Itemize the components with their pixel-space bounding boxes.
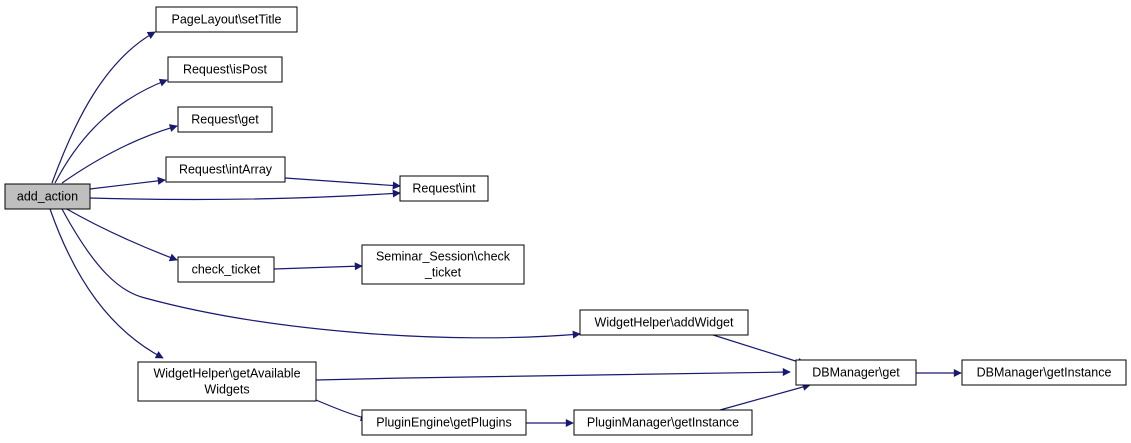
node-label-line-2: _ticket	[424, 266, 462, 280]
edge-check-ticket-to-seminar-session-check-ticket	[273, 262, 363, 271]
edge-widgethelper-addwidget-to-dbmanager-get	[709, 333, 806, 366]
edge-widgethelper-getavailablewidgets-to-pluginengine-getplugins	[315, 399, 369, 422]
node-label: add_action	[17, 190, 78, 204]
node-label: check_ticket	[192, 263, 261, 277]
node-label: Request\intArray	[179, 163, 273, 177]
node-add-action[interactable]: add_action	[4, 183, 91, 210]
node-pluginengine-getplugins[interactable]: PluginEngine\getPlugins	[361, 409, 527, 436]
node-dbmanager-get[interactable]: DBManager\get	[795, 359, 917, 386]
node-pluginmanager-getinstance[interactable]: PluginManager\getInstance	[573, 409, 753, 436]
edge-add-action-to-request-intarray	[89, 176, 166, 190]
node-label-line-1: Seminar_Session\check	[376, 250, 511, 264]
edge-add-action-to-request-ispost	[54, 78, 168, 184]
node-label: PageLayout\setTitle	[171, 13, 281, 27]
node-seminar-session-check-ticket[interactable]: Seminar_Session\check _ticket	[361, 244, 525, 285]
node-label: Request\int	[412, 182, 476, 196]
edge-pluginmanager-getinstance-to-dbmanager-get	[719, 383, 811, 411]
node-label: DBManager\getInstance	[977, 366, 1112, 380]
edge-add-action-to-request-get	[61, 124, 178, 184]
node-label: WidgetHelper\addWidget	[595, 316, 734, 330]
edge-add-action-to-pagelayout-settitle	[51, 31, 156, 184]
node-check-ticket[interactable]: check_ticket	[177, 256, 275, 283]
edge-widgethelper-getavailablewidgets-to-dbmanager-get	[315, 368, 791, 381]
node-pagelayout-settitle[interactable]: PageLayout\setTitle	[155, 6, 298, 33]
edge-request-intarray-to-request-int	[284, 177, 401, 190]
node-label-line-2: Widgets	[204, 383, 249, 397]
edge-add-action-to-widgethelper-addwidget	[61, 208, 581, 339]
node-request-intarray[interactable]: Request\intArray	[165, 156, 286, 183]
nodes: add_action PageLayout\setTitle Request\i…	[4, 6, 1127, 436]
node-widgethelper-getavailablewidgets[interactable]: WidgetHelper\getAvailable Widgets	[137, 361, 317, 402]
node-label: Request\isPost	[183, 63, 268, 77]
edge-add-action-to-widgethelper-getavailablewidgets	[49, 208, 164, 359]
node-label: Request\get	[191, 113, 259, 127]
node-request-int[interactable]: Request\int	[399, 175, 489, 202]
node-dbmanager-getinstance[interactable]: DBManager\getInstance	[961, 359, 1127, 386]
node-label: DBManager\get	[812, 366, 900, 380]
node-label: PluginEngine\getPlugins	[376, 416, 512, 430]
edges	[49, 31, 962, 427]
node-request-get[interactable]: Request\get	[177, 106, 273, 133]
node-label-line-1: WidgetHelper\getAvailable	[153, 367, 300, 381]
edge-add-action-to-request-int	[89, 189, 401, 200]
node-request-ispost[interactable]: Request\isPost	[167, 56, 283, 83]
node-widgethelper-addwidget[interactable]: WidgetHelper\addWidget	[579, 309, 749, 336]
node-label: PluginManager\getInstance	[587, 416, 739, 430]
edge-add-action-to-check-ticket	[64, 207, 178, 262]
